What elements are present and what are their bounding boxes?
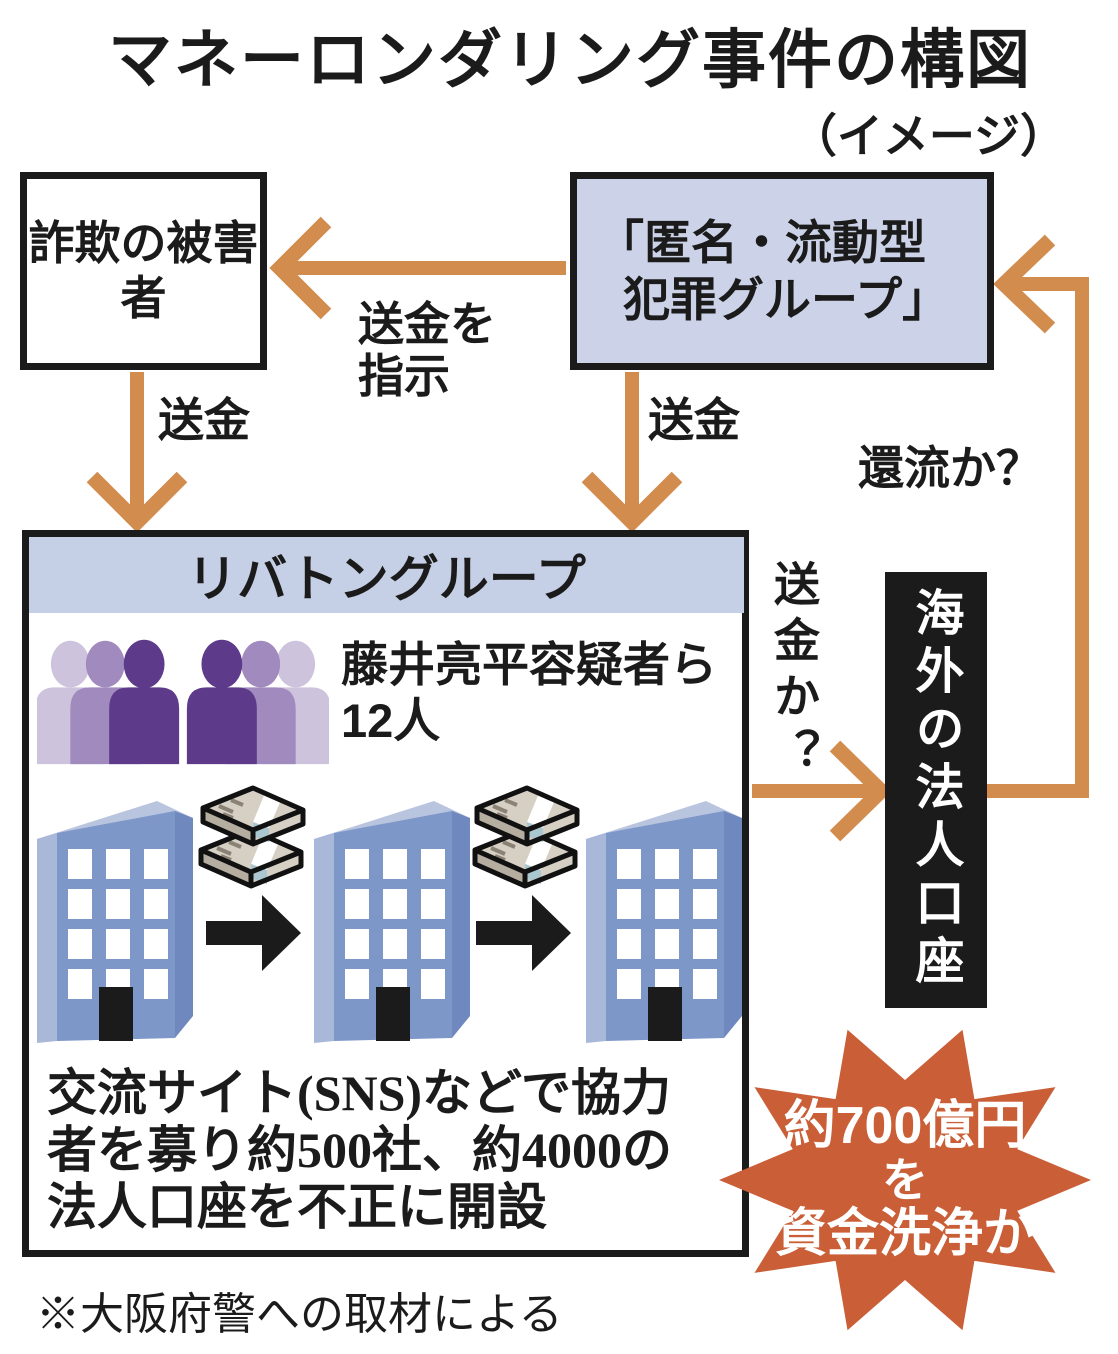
sns-recruit-note: 交流サイト(SNS)などで協力 者を募り約500社、約4000の 法人口座を不正… bbox=[47, 1065, 672, 1235]
crime-group-node: 「匿名・流動型 犯罪グループ」 bbox=[570, 172, 994, 370]
source-footnote: ※大阪府警への取材による bbox=[36, 1290, 563, 1339]
remit-instruction-label: 送金を 指示 bbox=[358, 298, 496, 402]
overseas-account-label: 海外の法人口座 bbox=[908, 587, 963, 993]
building-windows bbox=[68, 849, 168, 999]
person-dark-left bbox=[109, 639, 180, 765]
money-stack-icon bbox=[472, 785, 580, 889]
arrow-remit-right-head bbox=[581, 471, 683, 533]
suspects-label: 藤井亮平容疑者ら 12人 bbox=[341, 638, 717, 747]
burst-badge-icon bbox=[719, 1029, 1091, 1331]
page-title: マネーロンダリング事件の構図 bbox=[108, 24, 1032, 96]
remit-question-label: 送金か？ bbox=[768, 560, 820, 784]
arrow-backflow-shaft bbox=[985, 277, 1089, 798]
burst-badge-text: 約700億円 を 資金洗浄か bbox=[774, 1097, 1035, 1263]
building-door bbox=[648, 987, 682, 1041]
transfer-arrow-icon bbox=[476, 895, 571, 971]
victims-label: 詐欺の被害者 bbox=[28, 217, 259, 324]
overseas-account-node: 海外の法人口座 bbox=[885, 572, 987, 1008]
remit-left-label: 送金 bbox=[158, 394, 250, 446]
person-dark-right bbox=[186, 639, 257, 765]
arrow-overseas-head bbox=[829, 740, 892, 842]
page-subtitle: （イメージ） bbox=[790, 110, 1066, 162]
backflow-question-label: 還流か？ bbox=[858, 442, 1042, 494]
building-door bbox=[376, 987, 410, 1041]
rebaton-group-header: リバトングループ bbox=[29, 537, 744, 613]
crime-group-label-line2: 犯罪グループ」 bbox=[623, 273, 950, 326]
rebaton-group-node: リバトングループ bbox=[22, 530, 749, 1257]
building-door bbox=[99, 987, 133, 1041]
money-stack-icon bbox=[198, 785, 306, 889]
crime-group-label-line1: 「匿名・流動型 bbox=[597, 216, 926, 269]
burst-shape bbox=[719, 1029, 1091, 1331]
building-icon bbox=[37, 801, 193, 1043]
transfer-arrow-icon bbox=[206, 895, 301, 971]
rebaton-group-title: リバトングループ bbox=[187, 551, 586, 607]
arrow-instruct-head bbox=[269, 216, 332, 320]
building-icon bbox=[314, 801, 470, 1043]
victims-node: 詐欺の被害者 bbox=[20, 172, 267, 370]
people-group-icon bbox=[37, 639, 329, 765]
arrow-remit-left-head bbox=[86, 471, 188, 533]
remit-right-label: 送金 bbox=[648, 394, 740, 446]
arrow-backflow-head bbox=[993, 234, 1056, 334]
building-icon bbox=[586, 801, 742, 1043]
